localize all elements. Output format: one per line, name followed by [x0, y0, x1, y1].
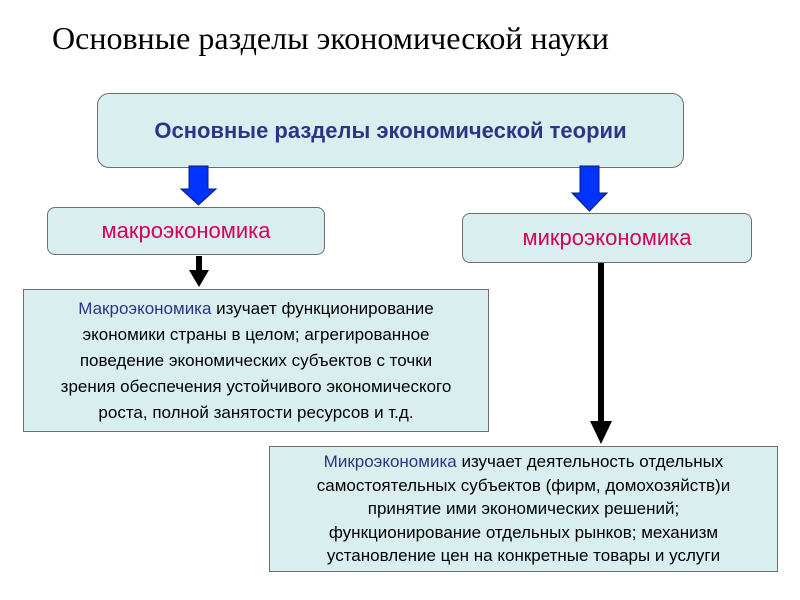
macro-desc-line-1: Макроэкономика изучает функционирование: [61, 296, 452, 322]
macro-desc-term: Макроэкономика: [78, 298, 212, 318]
macro-node-label: макроэкономика: [101, 218, 271, 243]
macro-desc-line-2: экономики страны в целом; агрегированное: [82, 324, 430, 344]
macro-description: Макроэкономика изучает функционирование …: [23, 289, 489, 432]
micro-node: микроэкономика: [462, 213, 752, 263]
block-arrow-to-micro: [570, 165, 609, 212]
arrowhead-macro-desc: [189, 270, 209, 287]
arrowhead-micro-desc: [590, 421, 612, 444]
macro-node: макроэкономика: [47, 207, 325, 255]
micro-desc-line-3: принятие ими экономических решений;: [367, 499, 680, 519]
micro-desc-line-1: Микроэкономика изучает деятельность отде…: [317, 450, 730, 474]
micro-desc-line-5: установление цен на конкретные товары и …: [326, 546, 721, 566]
slide-title: Основные разделы экономической науки: [52, 20, 609, 56]
micro-desc-line-1-rest: изучает деятельность отдельных: [456, 452, 724, 472]
root-node: Основные разделы экономической теории: [97, 93, 684, 168]
root-node-label: Основные разделы экономической теории: [154, 117, 627, 143]
macro-desc-line-5: роста, полной занятости ресурсов и т.д.: [98, 402, 414, 422]
macro-desc-line-1-rest: изучает функционирование: [211, 298, 434, 318]
micro-desc-term: Микроэкономика: [323, 452, 457, 472]
micro-desc-line-4: функционирование отдельных рынков; механ…: [328, 522, 719, 542]
micro-node-label: микроэкономика: [522, 225, 692, 250]
micro-description: Микроэкономика изучает деятельность отде…: [269, 446, 778, 572]
macro-desc-line-3: поведение экономических субъектов с точк…: [79, 350, 433, 370]
block-arrow-to-macro: [179, 165, 218, 206]
micro-desc-line-2: самостоятельных субъектов (фирм, домохоз…: [316, 475, 731, 495]
macro-desc-line-4: зрения обеспечения устойчивого экономиче…: [60, 376, 452, 396]
